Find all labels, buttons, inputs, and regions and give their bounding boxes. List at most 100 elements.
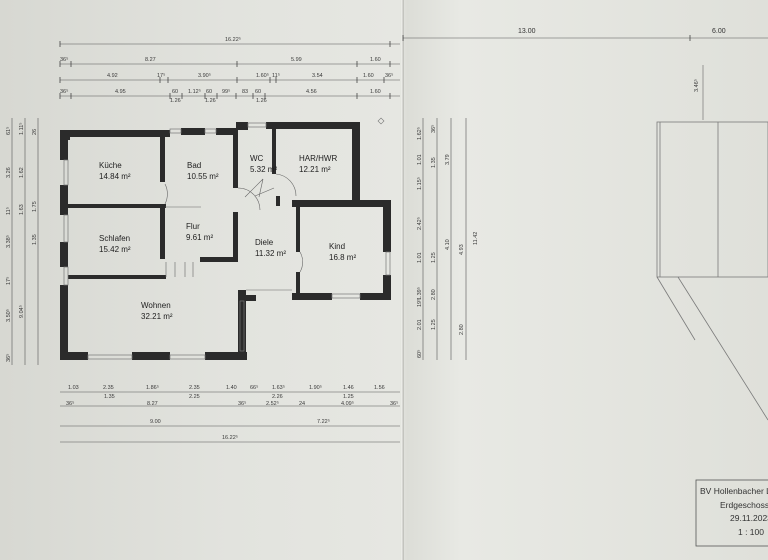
bottom-dim-row1: 1.40 [226, 385, 237, 391]
bottom-dim-row1-sub: 2.26 [272, 394, 283, 400]
garage-outline [656, 121, 768, 421]
top-dim-row3-sub: 1.26 [256, 98, 267, 104]
room-area-schlafen: 15.42 m² [99, 245, 131, 254]
room-area-kueche: 14.84 m² [99, 172, 131, 181]
top-dim-row3: 60 [206, 89, 212, 95]
bottom-dim-row2: 24 [299, 401, 305, 407]
title-block: BV Hollenbacher La Erdgeschoss 29.11.202… [695, 479, 768, 547]
room-name-har-hwr: HAR/HWR [299, 154, 337, 163]
right-dim: 1.62⁵ [416, 127, 423, 140]
right-dim: 1.25 [431, 252, 437, 263]
left-dim: 11⁵ [5, 207, 12, 215]
top-dim-row2: 36⁵ [385, 72, 393, 79]
top-dim-row3: 60 [255, 89, 261, 95]
top-dim-row3: 99⁵ [222, 88, 230, 95]
room-name-kind: Kind [329, 242, 345, 251]
left-dim: 26 [32, 129, 38, 135]
top-dim-row2: 1.60 [363, 73, 374, 79]
bottom-dim-row1: 1.63⁵ [272, 384, 285, 391]
top-dim-row1: 1.60 [370, 57, 381, 63]
right-page-vertical-dim: 3.46⁵ [693, 79, 700, 92]
bottom-dim-row1: 2.35 [103, 385, 114, 391]
bottom-dim-row1-sub: 1.25 [343, 394, 354, 400]
right-dim: 2.80 [431, 289, 437, 300]
left-dim: 1.35 [32, 234, 38, 245]
title-block-line3: 29.11.2023 [730, 513, 768, 523]
left-dim: 1.75 [32, 201, 38, 212]
right-dim: 36⁵ [430, 125, 437, 133]
top-dim-row3: 36⁵ [60, 88, 68, 95]
top-dim-row2: 1.60⁵ [256, 72, 269, 79]
right-page-dim-1: 13.00 [518, 28, 536, 35]
right-dim: 2.01 [417, 319, 423, 330]
title-block-line4: 1 : 100 [738, 527, 764, 537]
top-dim-row3: 1.60 [370, 89, 381, 95]
left-dim: 3.26 [6, 167, 12, 178]
left-dim: 17⁵ [5, 277, 12, 285]
left-dim: 9.04⁵ [18, 305, 25, 318]
bottom-dim-row1-sub: 1.35 [104, 394, 115, 400]
right-page-dim-2: 6.00 [712, 28, 726, 35]
top-dim-row3: 60 [172, 89, 178, 95]
bottom-dim-row3: 9.00 [150, 419, 161, 425]
bottom-dim-row3: 7.22⁵ [317, 418, 330, 425]
room-labels: Küche 14.84 m² Bad 10.55 m² WC 5.32 m² H… [99, 154, 356, 321]
bottom-dim-row1-sub: 2.25 [189, 394, 200, 400]
room-name-schlafen: Schlafen [99, 234, 130, 243]
bottom-dim-overall: 16.22⁵ [222, 434, 238, 441]
room-area-flur: 9.61 m² [186, 233, 213, 242]
top-dim-row2: 3.90⁵ [198, 72, 211, 79]
top-dim-row1: 5.99 [291, 57, 302, 63]
top-dim-row2: 4.92 [107, 73, 118, 79]
left-dim: 61⁵ [5, 127, 12, 135]
right-dim: 11.42 [473, 232, 479, 245]
top-dim-row3: 4.95 [115, 89, 126, 95]
room-area-kind: 16.8 m² [329, 253, 356, 262]
room-area-har-hwr: 12.21 m² [299, 165, 331, 174]
right-dim: 1.15⁵ [416, 177, 423, 190]
right-dim: 19⁵ [416, 299, 423, 307]
bottom-dim-row1: 1.86⁵ [146, 384, 159, 391]
left-dim: 1.11⁵ [18, 122, 25, 135]
exterior-walls [60, 122, 391, 360]
top-dim-row3-sub: 1.26 [170, 98, 181, 104]
top-dim-row3: 4.56 [306, 89, 317, 95]
top-dim-row1: 36⁵ [60, 56, 68, 63]
room-name-wc: WC [250, 154, 264, 163]
bottom-dim-row1: 1.46 [343, 385, 354, 391]
top-dim-row1: 8.27 [145, 57, 156, 63]
room-area-wc: 5.32 m² [250, 165, 277, 174]
bottom-dim-row1: 66⁵ [250, 384, 258, 391]
title-block-line1: BV Hollenbacher La [700, 486, 768, 496]
top-dim-row2: 11⁵ [272, 72, 280, 79]
bottom-dim-row2: 8.27 [147, 401, 158, 407]
top-dim-row3-sub: 1.26 [205, 98, 216, 104]
bottom-dim-row1: 1.03 [68, 385, 79, 391]
bottom-dim-row1: 2.35 [189, 385, 200, 391]
room-name-flur: Flur [186, 222, 200, 231]
left-dim: 3.38⁵ [5, 235, 12, 248]
bottom-dim-row2: 4.09⁵ [341, 400, 354, 407]
right-dim: 1.01 [417, 154, 423, 165]
right-dim: 4.10 [445, 239, 451, 250]
room-area-diele: 11.32 m² [255, 249, 286, 258]
right-dim: 1.25 [431, 319, 437, 330]
right-dim: 60⁵ [416, 350, 423, 358]
room-name-diele: Diele [255, 238, 274, 247]
left-dim: 3.50⁵ [5, 309, 12, 322]
top-dim-row3: 1.12⁵ [188, 88, 201, 95]
room-name-wohnen: Wohnen [141, 301, 171, 310]
right-dim: 1.01 [417, 252, 423, 263]
room-area-bad: 10.55 m² [187, 172, 219, 181]
bottom-dim-row1: 1.56 [374, 385, 385, 391]
right-dim: 1.39⁵ [416, 287, 423, 300]
bottom-dim-row1: 1.90⁵ [309, 384, 322, 391]
bottom-dim-row2: 36⁵ [238, 400, 246, 407]
top-dim-row2: 17⁵ [157, 72, 165, 79]
right-dim: 2.42⁵ [416, 217, 423, 230]
room-area-wohnen: 32.21 m² [141, 312, 173, 321]
top-dim-overall: 16.22⁵ [225, 36, 241, 43]
title-block-line2: Erdgeschoss [720, 500, 768, 510]
top-dim-row2: 3.54 [312, 73, 323, 79]
